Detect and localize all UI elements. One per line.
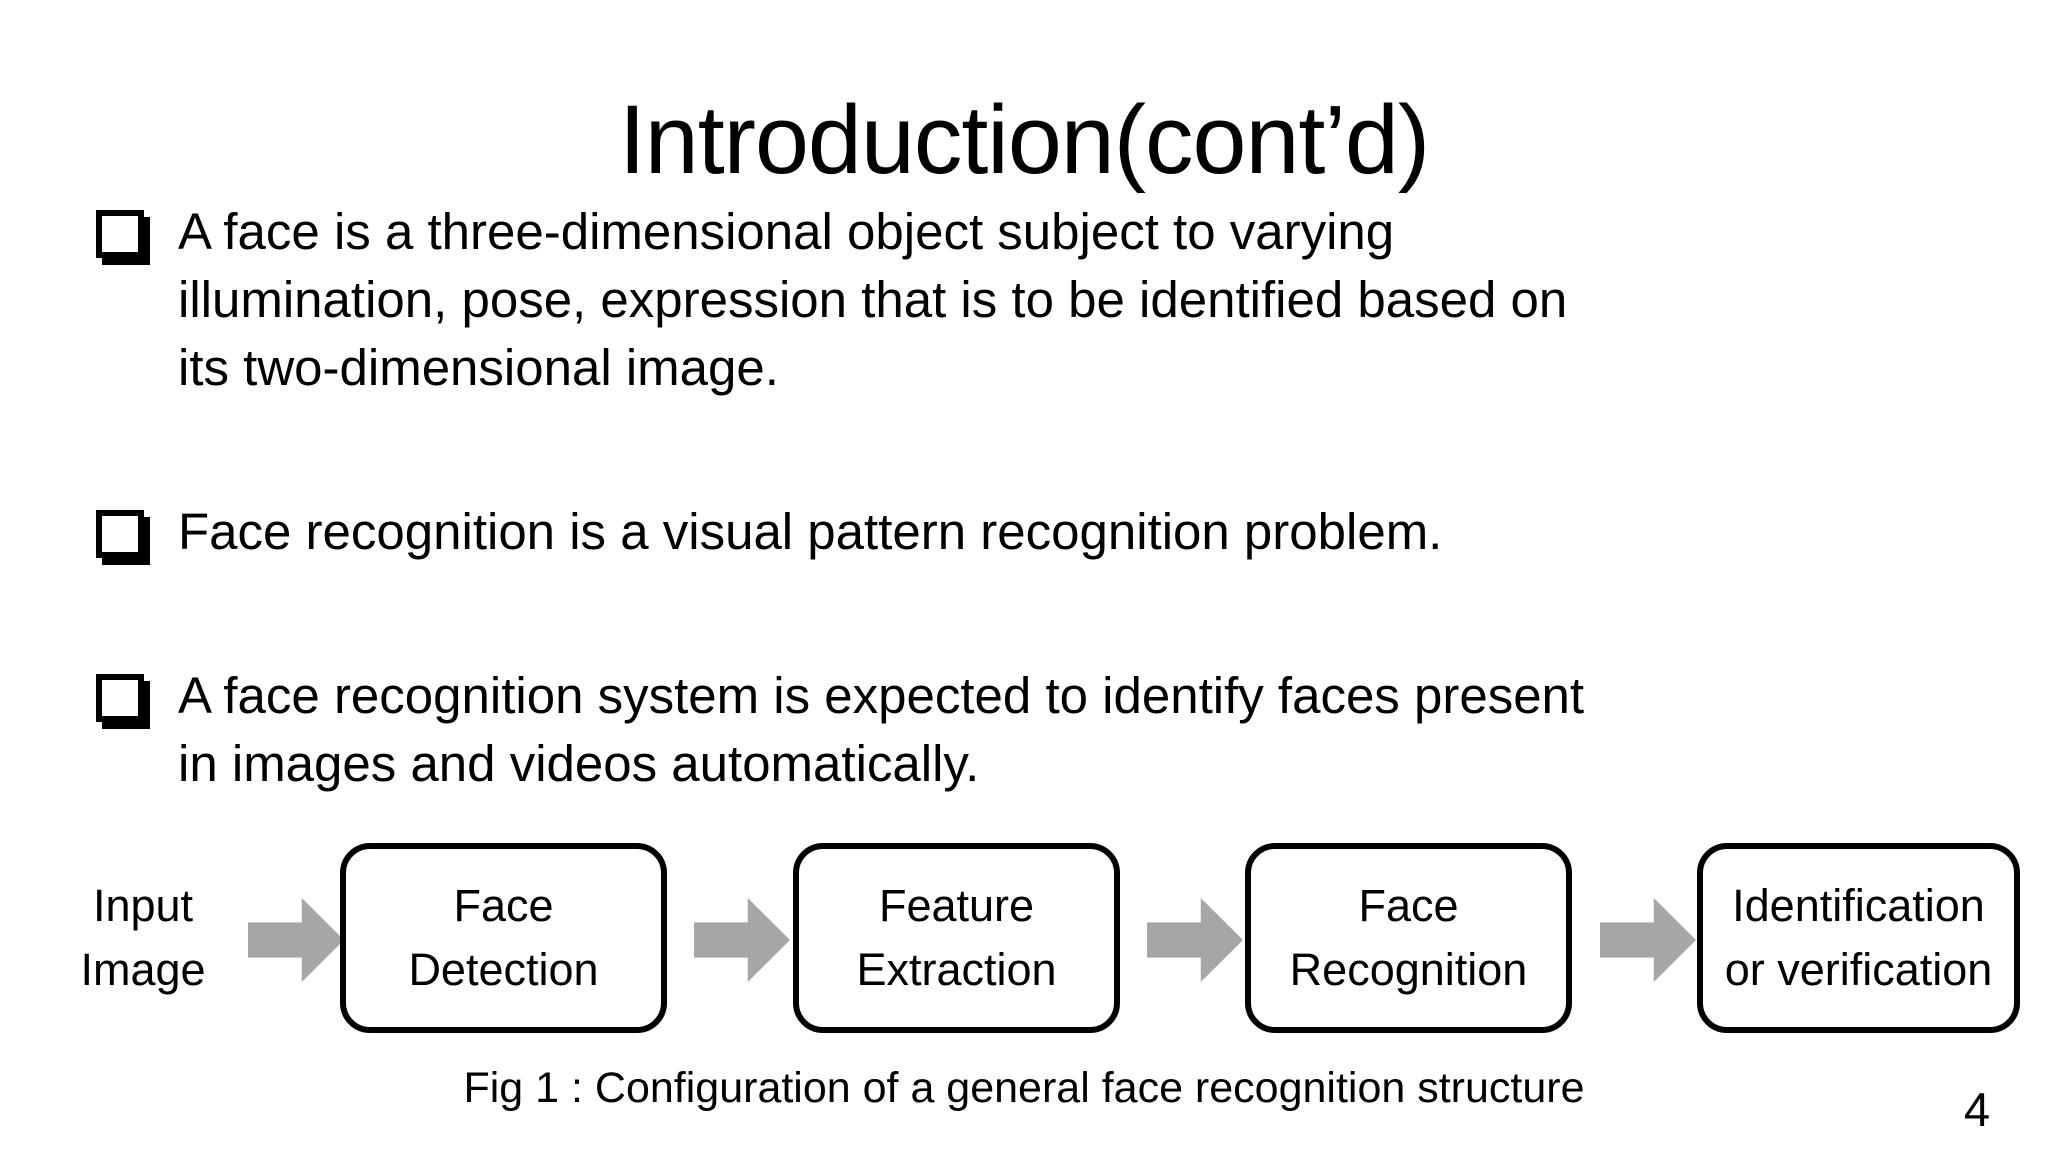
bullet-list: A face is a three-dimensional object sub… [96, 198, 1998, 798]
bullet-item: Face recognition is a visual pattern rec… [96, 498, 1998, 566]
square-bullet-icon [96, 674, 144, 722]
right-block-arrow-icon [248, 898, 344, 982]
flow-box-face-recognition: Face Recognition [1245, 843, 1572, 1033]
flow-box-identification: Identification or verification [1697, 843, 2020, 1033]
diagram-input-label: Input Image [80, 880, 206, 995]
bullet-item: A face recognition system is expected to… [96, 662, 1998, 798]
square-bullet-icon [96, 210, 144, 258]
right-block-arrow-icon [694, 898, 790, 982]
bullet-text: A face recognition system is expected to… [178, 667, 1585, 792]
flow-diagram: Input Image Face Detection Feature Extra… [0, 840, 2048, 1040]
right-block-arrow-icon [1600, 898, 1696, 982]
bullet-text: A face is a three-dimensional object sub… [178, 203, 1568, 396]
square-bullet-icon [96, 510, 144, 558]
page-number: 4 [1963, 1083, 1990, 1136]
bullet-item: A face is a three-dimensional object sub… [96, 198, 1998, 402]
figure-caption: Fig 1 : Configuration of a general face … [463, 1064, 1585, 1112]
page-title: Introduction(cont’d) [618, 84, 1430, 194]
bullet-text: Face recognition is a visual pattern rec… [178, 503, 1443, 560]
flow-box-feature-extraction: Feature Extraction [793, 843, 1120, 1033]
flow-box-face-detection: Face Detection [340, 843, 667, 1033]
right-block-arrow-icon [1147, 898, 1243, 982]
